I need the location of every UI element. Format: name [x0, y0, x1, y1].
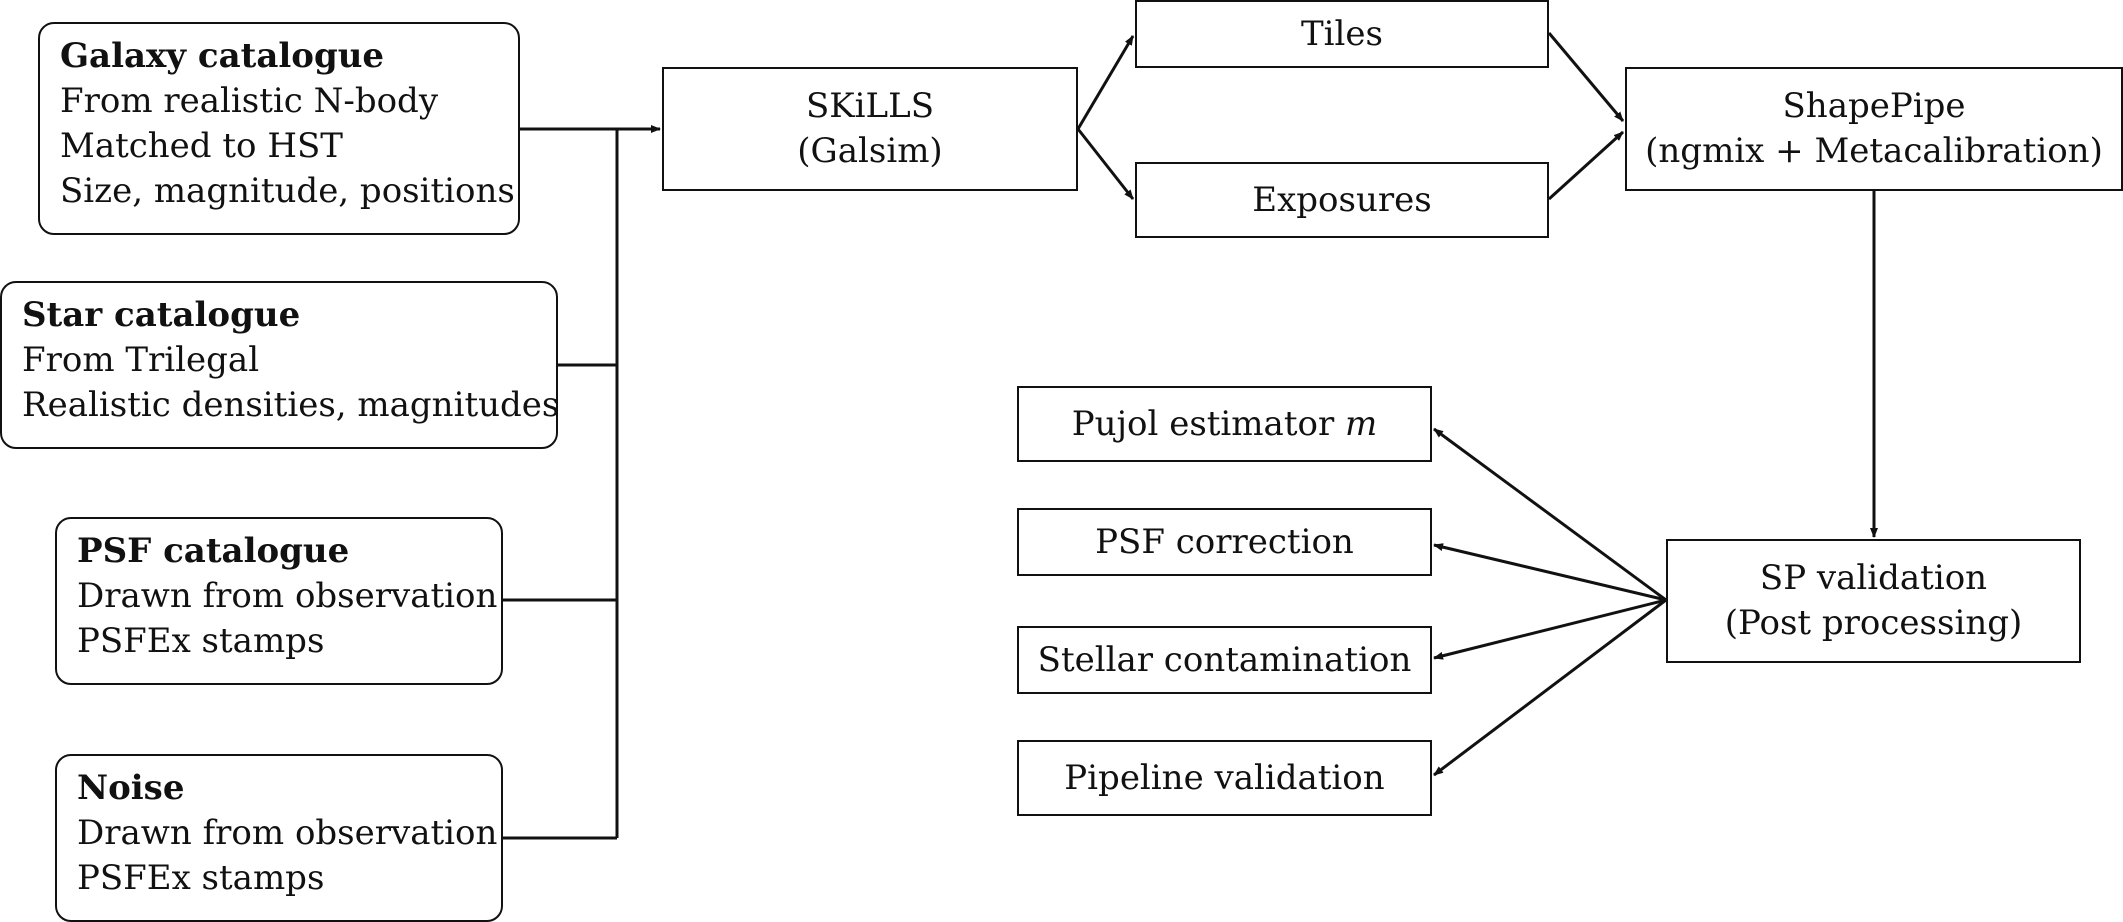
arrow-to-pipeline-validation	[1433, 598, 1667, 777]
psf-catalogue-title: PSF catalogue	[77, 531, 350, 571]
star-catalogue-box: Star catalogue From Trilegal Realistic d…	[0, 281, 560, 449]
skills-title: SKiLLS	[805, 86, 934, 126]
tiles-box: Tiles	[1135, 0, 1549, 68]
exposures-box: Exposures	[1135, 162, 1549, 238]
galaxy-catalogue-line: From realistic N-body	[60, 81, 439, 121]
shapepipe-box: ShapePipe (ngmix + Metacalibration)	[1625, 67, 2123, 191]
noise-box: Noise Drawn from observation PSFEx stamp…	[55, 754, 503, 922]
stellar-contamination-label: Stellar contamination	[1037, 639, 1412, 680]
psf-catalogue-line: PSFEx stamps	[77, 621, 325, 661]
arrow-tiles-to-shapepipe	[1547, 32, 1625, 122]
psf-catalogue-box: PSF catalogue Drawn from observation PSF…	[55, 517, 503, 685]
arrow-skills-to-exposures	[1076, 128, 1135, 200]
pipeline-validation-box: Pipeline validation	[1017, 740, 1432, 816]
arrow-skills-to-tiles	[1076, 35, 1135, 130]
sp-validation-subtitle: (Post processing)	[1724, 603, 2023, 643]
galaxy-catalogue-line: Matched to HST	[60, 126, 343, 166]
galaxy-catalogue-line: Size, magnitude, positions	[60, 171, 515, 211]
stellar-contamination-box: Stellar contamination	[1017, 626, 1432, 694]
psf-correction-label: PSF correction	[1095, 521, 1354, 562]
shapepipe-title: ShapePipe	[1782, 86, 1966, 126]
pipeline-validation-label: Pipeline validation	[1064, 757, 1385, 798]
arrow-to-pujol	[1433, 427, 1667, 602]
arrow-exposures-to-shapepipe	[1547, 130, 1625, 201]
arrow-to-stellar-contamination	[1433, 598, 1667, 660]
star-catalogue-line: Realistic densities, magnitudes	[22, 385, 560, 425]
pujol-estimator-math: m	[1345, 403, 1378, 444]
sp-validation-title: SP validation	[1759, 558, 1988, 598]
pujol-estimator-label: Pujol estimator m	[1072, 402, 1378, 447]
skills-subtitle: (Galsim)	[797, 131, 943, 171]
star-catalogue-title: Star catalogue	[22, 295, 301, 335]
arrow-to-psf-correction	[1433, 543, 1667, 602]
noise-title: Noise	[77, 768, 185, 808]
shapepipe-subtitle: (ngmix + Metacalibration)	[1645, 131, 2103, 171]
tiles-label: Tiles	[1301, 13, 1383, 54]
sp-validation-box: SP validation (Post processing)	[1666, 539, 2081, 663]
noise-line: PSFEx stamps	[77, 858, 325, 898]
psf-correction-box: PSF correction	[1017, 508, 1432, 576]
galaxy-catalogue-title: Galaxy catalogue	[60, 36, 385, 76]
pujol-estimator-text: Pujol estimator	[1071, 403, 1346, 444]
exposures-label: Exposures	[1252, 179, 1432, 220]
skills-box: SKiLLS (Galsim)	[662, 67, 1078, 191]
star-catalogue-line: From Trilegal	[22, 340, 260, 380]
galaxy-catalogue-box: Galaxy catalogue From realistic N-body M…	[38, 22, 520, 235]
psf-catalogue-line: Drawn from observation	[77, 576, 498, 616]
noise-line: Drawn from observation	[77, 813, 498, 853]
pujol-estimator-box: Pujol estimator m	[1017, 386, 1432, 462]
